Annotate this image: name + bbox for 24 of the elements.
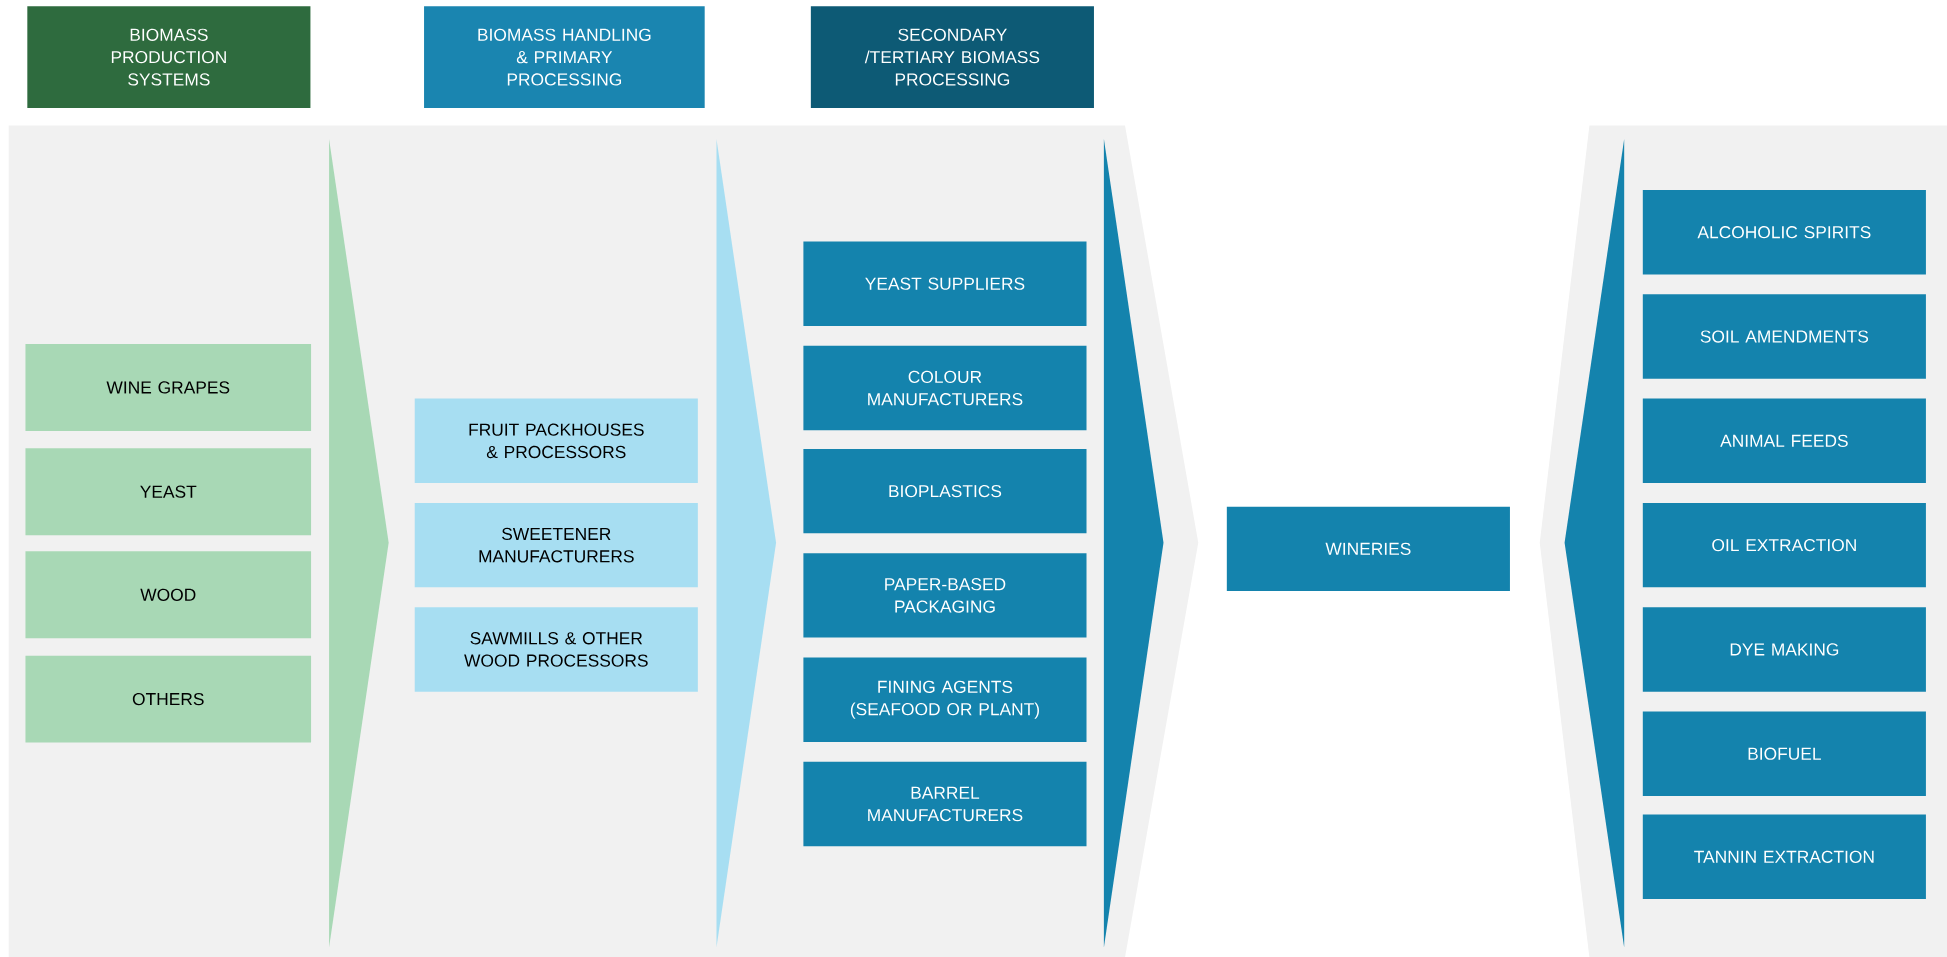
process-box: TANNIN EXTRACTION: [1642, 814, 1926, 899]
process-box: BIOFUEL: [1642, 711, 1926, 796]
process-box: SOIL AMENDMENTS: [1642, 294, 1926, 379]
process-box: FRUIT PACKHOUSES & PROCESSORS: [414, 398, 698, 483]
process-box: BIOPLASTICS: [803, 448, 1087, 534]
process-box: PAPER-BASED PACKAGING: [803, 553, 1087, 638]
process-box: COLOUR MANUFACTURERS: [803, 345, 1087, 431]
process-box: BARREL MANUFACTURERS: [803, 761, 1087, 847]
process-box: SAWMILLS & OTHER WOOD PROCESSORS: [414, 607, 698, 692]
column-header: BIOMASS HANDLING & PRIMARY PROCESSING: [424, 6, 705, 108]
process-box: ANIMAL FEEDS: [1642, 398, 1926, 483]
process-box: FINING AGENTS (SEAFOOD OR PLANT): [803, 657, 1087, 742]
process-box: WINERIES: [1226, 506, 1510, 591]
process-box: DYE MAKING: [1642, 607, 1926, 692]
process-box: WINE GRAPES: [25, 343, 312, 431]
column-header: SECONDARY /TERTIARY BIOMASS PROCESSING: [810, 6, 1094, 108]
process-box: SWEETENER MANUFACTURERS: [414, 502, 698, 588]
process-box: OTHERS: [25, 655, 312, 743]
process-box: WOOD: [25, 551, 312, 639]
column-header: BIOMASS PRODUCTION SYSTEMS: [27, 6, 311, 108]
process-box: YEAST SUPPLIERS: [803, 241, 1087, 326]
process-box: YEAST: [25, 448, 312, 535]
process-box: ALCOHOLIC SPIRITS: [1642, 189, 1926, 275]
process-box: OIL EXTRACTION: [1642, 502, 1926, 588]
